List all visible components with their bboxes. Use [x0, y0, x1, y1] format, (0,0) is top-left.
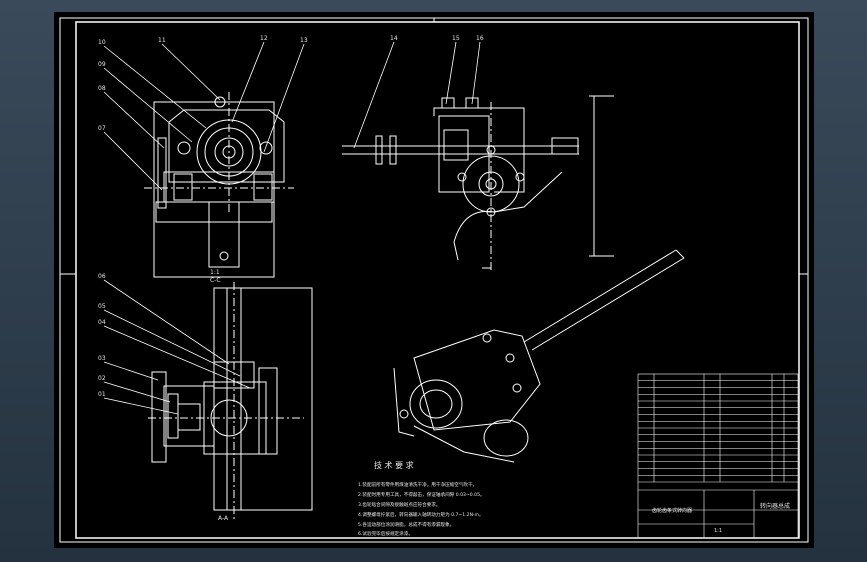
- callout-leaders: [103, 41, 481, 415]
- note-line: 5.各运动部位涂润滑脂，总成不得有渗漏现象。: [358, 521, 454, 528]
- note-line: 2.装配时用专用工具，不得敲击，保证轴承间隙 0.03~0.05。: [358, 491, 485, 498]
- callout-labels: 10 11 12 13 09 08 07 14 15 16 06 05 04 0…: [98, 35, 484, 398]
- inner-border: [75, 21, 800, 539]
- callout-label: 03: [98, 355, 106, 362]
- callout-label: 15: [452, 35, 460, 42]
- drawing-canvas: 1:1 C-C: [59, 17, 809, 543]
- note-line: 6.试验完毕后按规定涂漆。: [358, 530, 413, 537]
- view-cc-label: C-C: [210, 277, 221, 284]
- callout-label: 08: [98, 85, 106, 92]
- callout-label: 16: [476, 35, 484, 42]
- title-block-drawing: 转向器总成: [760, 502, 790, 510]
- view-side: [342, 95, 614, 270]
- view-cc-scale: 1:1: [210, 269, 220, 276]
- callout-label: 13: [300, 37, 308, 44]
- view-isometric: [393, 249, 685, 463]
- outer-border: [59, 17, 809, 543]
- title-block-scale: 1:1: [714, 528, 722, 534]
- view-aa: [148, 282, 313, 520]
- notes-title: 技 术 要 求: [374, 460, 414, 470]
- callout-label: 10: [98, 39, 106, 46]
- drawing-viewport[interactable]: 1:1 C-C: [54, 12, 814, 548]
- callout-label: 07: [98, 125, 106, 132]
- parts-table: [637, 373, 799, 539]
- callout-label: 11: [158, 37, 166, 44]
- callout-label: 04: [98, 319, 106, 326]
- callout-label: 05: [98, 303, 106, 310]
- callout-label: 01: [98, 391, 106, 398]
- notes-lines: 1.装配前所有零件用煤油清洗干净，用干净压缩空气吹干。 2.装配时用专用工具，不…: [358, 481, 485, 537]
- title-block-name: 齿轮齿条式转向器: [652, 507, 692, 514]
- view-aa-label: A-A: [218, 515, 229, 522]
- note-line: 1.装配前所有零件用煤油清洗干净，用干净压缩空气吹干。: [358, 481, 477, 488]
- note-line: 4.调整螺母拧紧后，转向器输入轴转动力矩为 0.7~1.2N·m。: [358, 511, 484, 518]
- callout-label: 14: [390, 35, 398, 42]
- callout-label: 02: [98, 375, 106, 382]
- note-line: 3.齿轮啮合间隙及接触斑点应符合要求。: [358, 501, 440, 508]
- view-cc: [144, 92, 294, 278]
- callout-label: 09: [98, 61, 106, 68]
- callout-label: 06: [98, 273, 106, 280]
- callout-label: 12: [260, 35, 268, 42]
